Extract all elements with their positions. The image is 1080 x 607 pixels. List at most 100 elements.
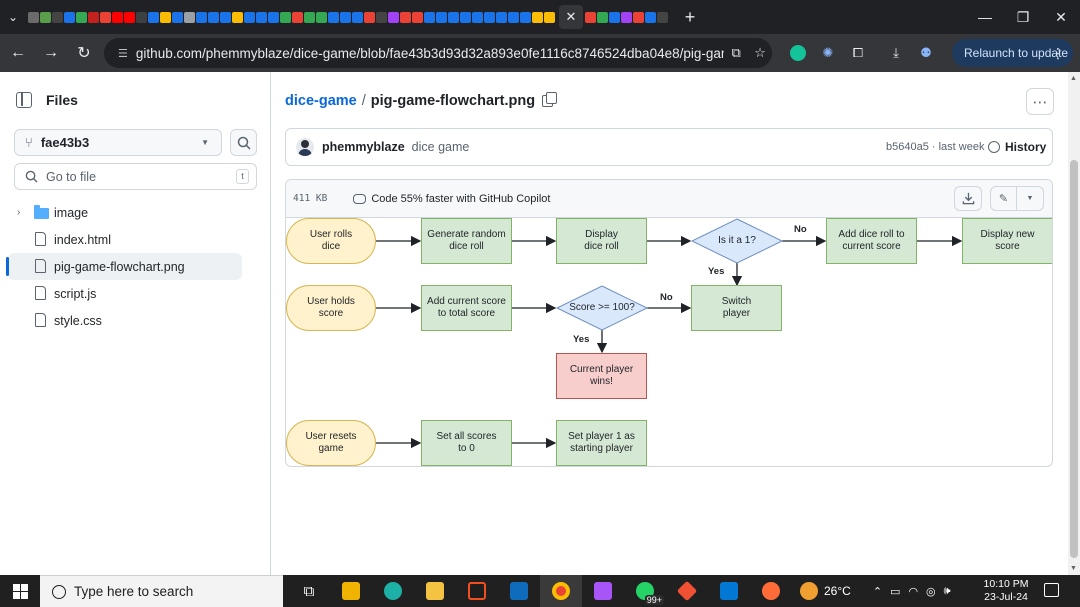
restore-icon[interactable]: ❐ [1016,8,1030,25]
scroll-up-arrow-icon[interactable]: ▲ [1070,75,1077,82]
reload-icon[interactable]: ↻ [77,45,91,62]
tab-favicons[interactable] [28,0,555,34]
tab-favicon[interactable] [532,11,543,23]
tab-favicons-right[interactable] [585,0,668,34]
minimize-icon[interactable]: — [978,9,992,25]
whatsapp-icon[interactable]: 99+ [624,575,666,607]
back-arrow-icon[interactable]: ← [10,44,26,61]
copy-path-icon[interactable] [542,92,558,107]
tree-item-script-js[interactable]: script.js [0,280,271,307]
tab-favicon[interactable] [136,11,147,23]
tab-favicon[interactable] [424,11,435,23]
show-hidden-icons-chevron-icon[interactable]: ⌃ [872,585,883,598]
tab-favicon[interactable] [496,11,507,23]
close-tab-icon[interactable]: ✕ [559,5,583,29]
profile-icon[interactable]: ⚉ [920,45,932,60]
taskbar-search-box[interactable]: Type here to search [40,575,283,607]
tab-favicon[interactable] [244,11,255,23]
weather-icon[interactable] [800,582,818,600]
battery-icon[interactable]: ▭ [890,585,901,598]
grammarly-icon[interactable] [786,41,810,65]
new-tab-plus-icon[interactable]: + [684,6,696,27]
tab-favicon[interactable] [124,11,135,23]
commit-sha-time[interactable]: b5640a5 · last week [886,141,985,153]
taskbar-clock[interactable]: 10:10 PM 23-Jul-24 [976,578,1036,604]
tab-favicon[interactable] [645,11,656,23]
tab-favicon[interactable] [220,11,231,23]
tree-item-style-css[interactable]: style.css [0,307,271,334]
extensions-puzzle-icon[interactable]: ⧠ [852,45,864,60]
extension-gear-icon[interactable]: ✺ [822,45,834,60]
tab-favicon[interactable] [376,11,387,23]
tab-search-chevron-icon[interactable]: ⌄ [7,10,19,24]
tab-favicon[interactable] [609,11,620,23]
install-app-icon[interactable]: ⧉ [731,45,741,60]
tab-favicon[interactable] [172,11,183,23]
tab-favicon[interactable] [460,11,471,23]
commit-message-link[interactable]: dice game [411,140,470,154]
location-icon[interactable]: ◎ [926,585,936,598]
tab-favicon[interactable] [621,11,632,23]
copilot-promo[interactable]: Code 55% faster with GitHub Copilot [353,193,550,205]
download-button[interactable] [954,186,982,211]
tab-favicon[interactable] [316,11,327,23]
tab-favicon[interactable] [28,11,39,23]
bookmark-star-icon[interactable]: ☆ [754,45,766,60]
go-to-file-input[interactable]: Go to file t [14,163,257,190]
tab-favicon[interactable] [100,11,111,23]
edge-icon[interactable] [372,575,414,607]
commit-author-link[interactable]: phemmyblaze [322,140,405,154]
file-explorer-icon[interactable] [414,575,456,607]
tab-favicon[interactable] [280,11,291,23]
tab-favicon[interactable] [585,11,596,23]
tab-favicon[interactable] [208,11,219,23]
notification-center-icon[interactable] [1044,583,1059,597]
tab-favicon[interactable] [364,11,375,23]
volume-icon[interactable]: 🕪 [943,584,951,597]
edit-pencil-icon[interactable]: ✎ [991,187,1017,210]
tab-favicon[interactable] [76,11,87,23]
scroll-down-arrow-icon[interactable]: ▼ [1070,565,1077,572]
branch-selector-button[interactable]: ⑂ fae43b3 ▼ [14,129,222,156]
tab-favicon[interactable] [160,11,171,23]
microsoft-store-icon[interactable] [330,575,372,607]
media-player-icon[interactable] [582,575,624,607]
tab-favicon[interactable] [88,11,99,23]
tab-favicon[interactable] [292,11,303,23]
mail-icon[interactable] [498,575,540,607]
collapse-sidebar-icon[interactable] [16,92,32,108]
search-files-button[interactable] [230,129,257,156]
tab-favicon[interactable] [657,11,668,23]
relaunch-button[interactable]: Relaunch to update ⋮ [952,39,1073,67]
tab-favicon[interactable] [436,11,447,23]
tab-favicon[interactable] [508,11,519,23]
tab-favicon[interactable] [484,11,495,23]
wifi-icon[interactable]: ◠ [908,585,919,598]
address-bar[interactable]: ☰ github.com/phemmyblaze/dice-game/blob/… [104,38,772,68]
tab-favicon[interactable] [112,11,123,23]
vscode-icon[interactable] [708,575,750,607]
tree-item-pig-game-flowchart[interactable]: pig-game-flowchart.png [6,253,242,280]
tab-favicon[interactable] [184,11,195,23]
tree-item-image-folder[interactable]: › image [0,199,271,226]
figma-icon[interactable] [456,575,498,607]
tab-favicon[interactable] [544,11,555,23]
chrome-icon[interactable] [540,575,582,607]
tab-favicon[interactable] [352,11,363,23]
tab-favicon[interactable] [52,11,63,23]
tab-favicon[interactable] [340,11,351,23]
browser-menu-icon[interactable]: ⋮ [1051,44,1065,61]
tab-favicon[interactable] [40,11,51,23]
git-icon[interactable] [666,575,708,607]
tab-favicon[interactable] [328,11,339,23]
tab-favicon[interactable] [448,11,459,23]
tree-item-index-html[interactable]: index.html [0,226,271,253]
site-info-icon[interactable]: ☰ [118,47,128,60]
repo-link[interactable]: dice-game [285,93,357,109]
tab-favicon[interactable] [268,11,279,23]
postman-icon[interactable] [750,575,792,607]
tab-favicon[interactable] [388,11,399,23]
task-view-icon[interactable]: ⧉ [303,582,315,600]
tab-favicon[interactable] [400,11,411,23]
close-window-icon[interactable]: ✕ [1055,8,1067,25]
